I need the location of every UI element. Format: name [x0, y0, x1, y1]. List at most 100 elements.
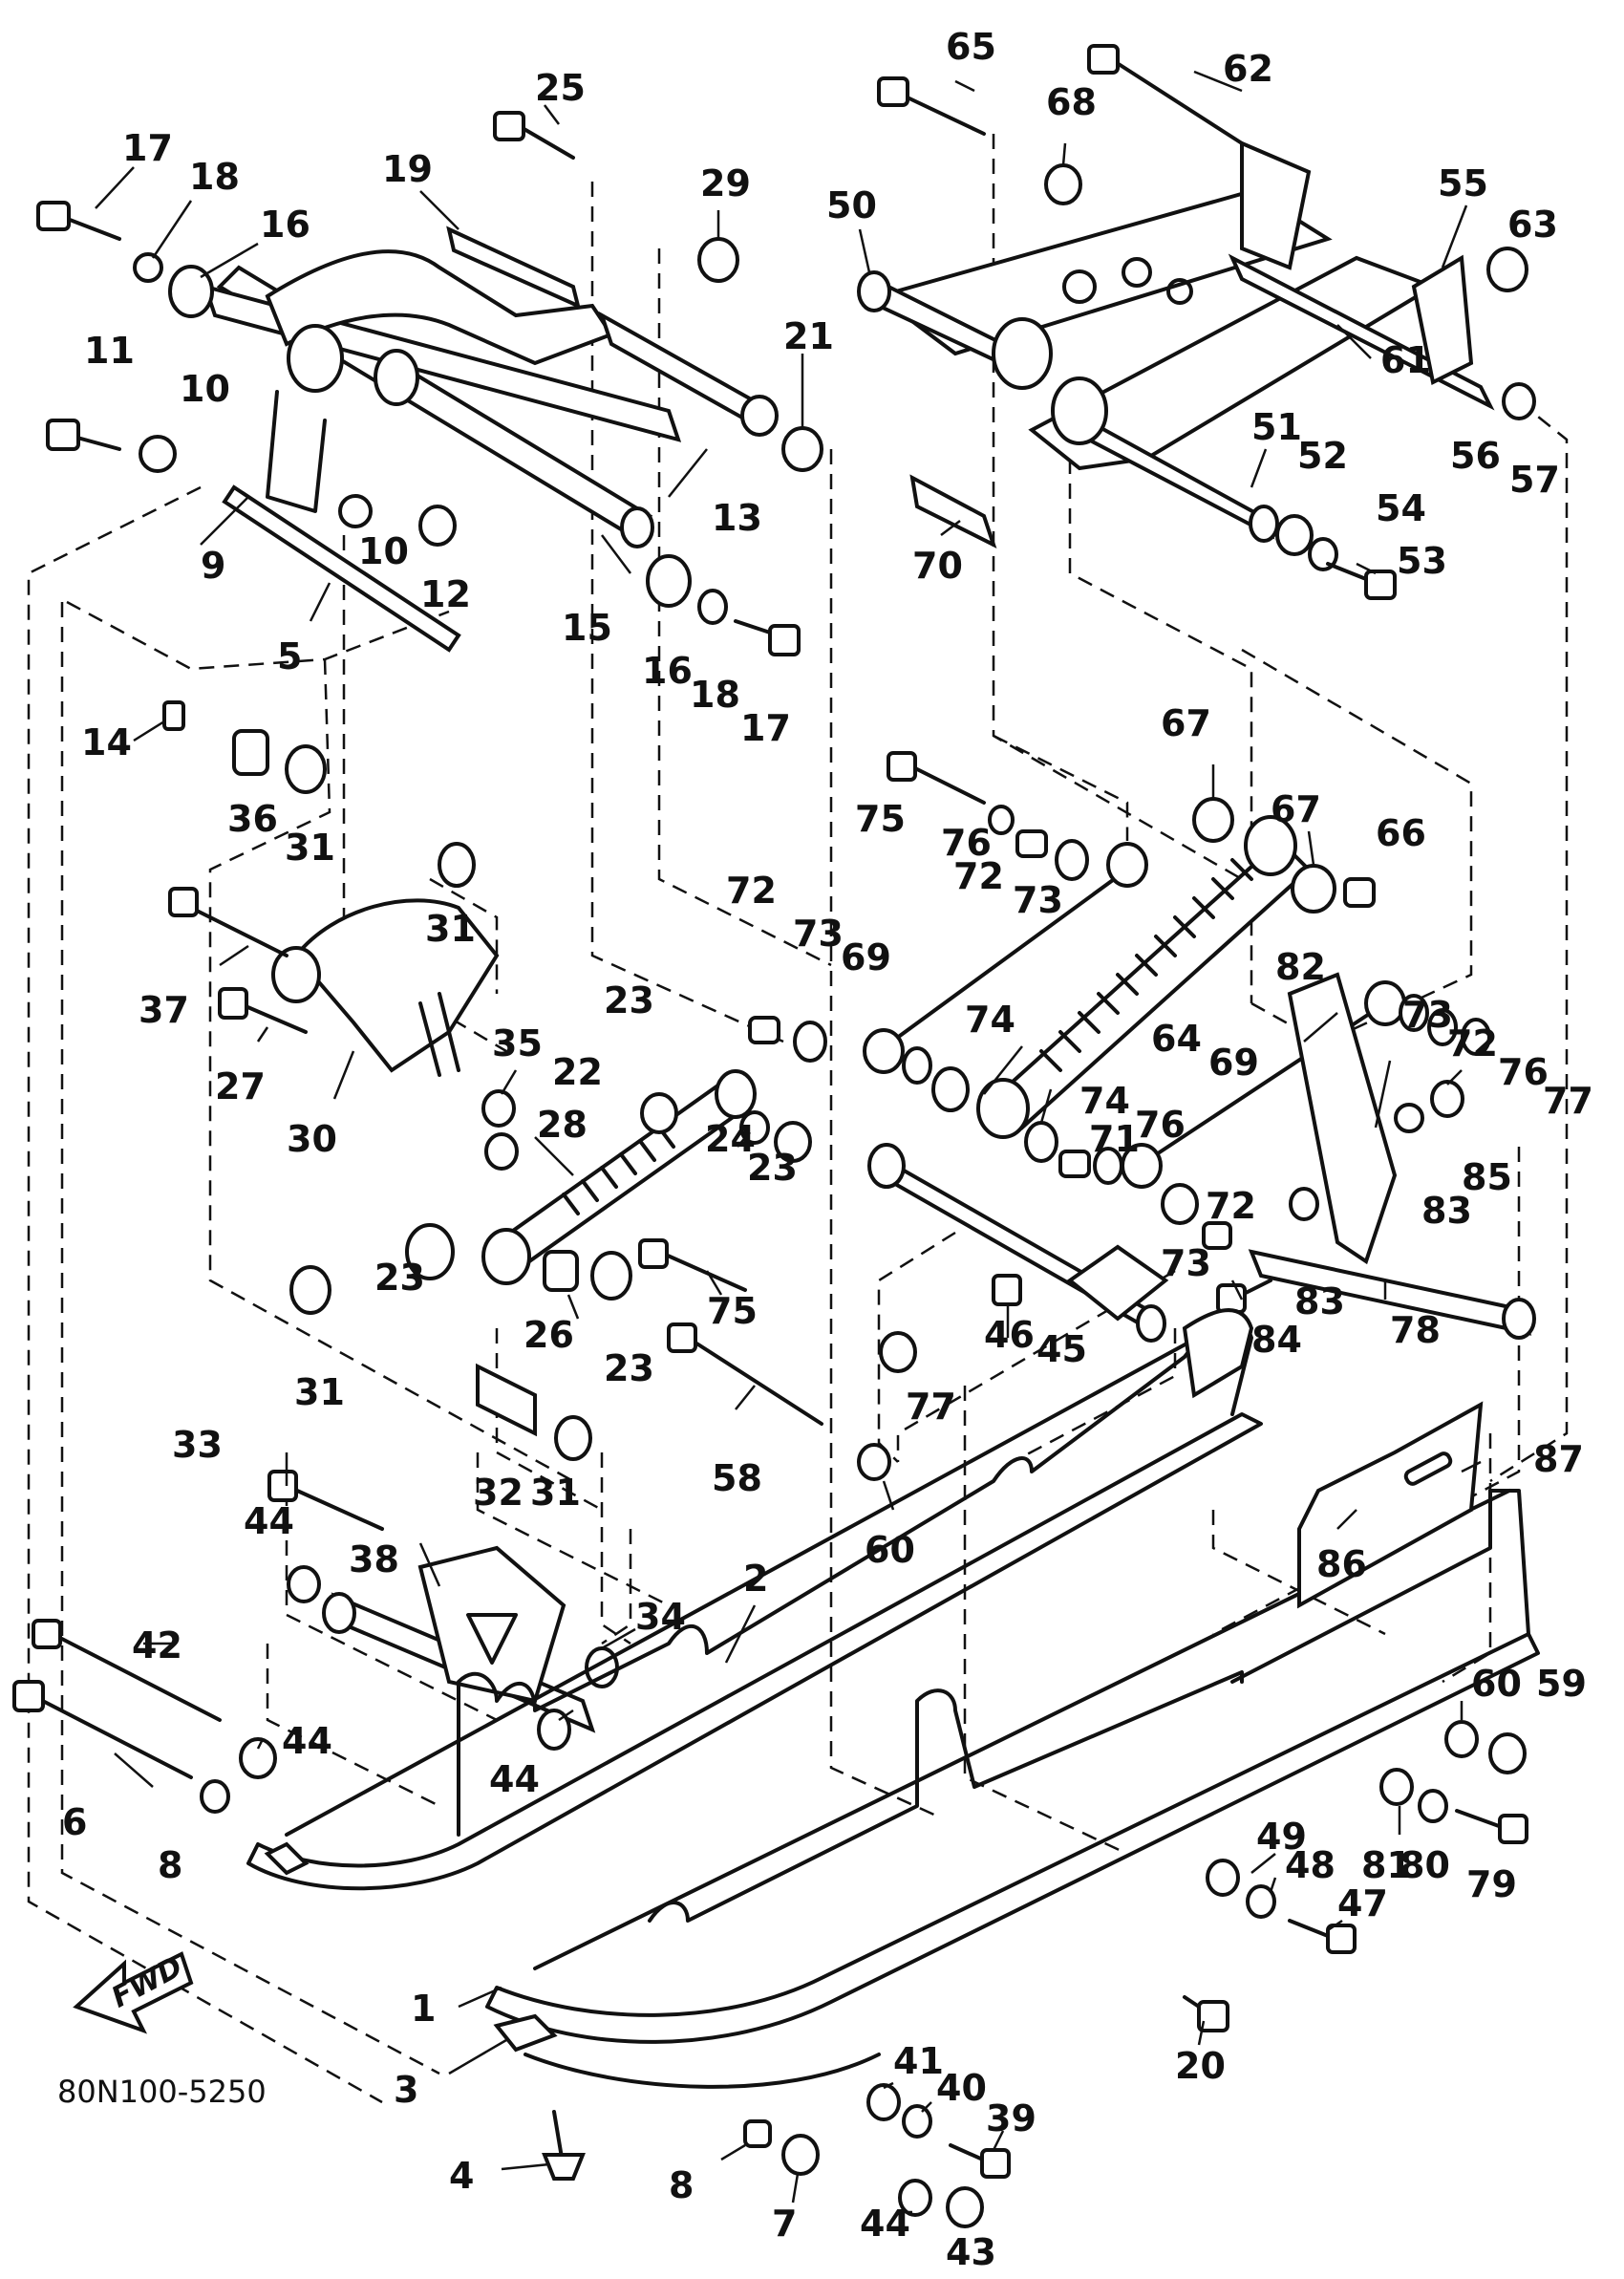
callout-39: 39: [986, 2097, 1036, 2139]
callout-18-b: 18: [690, 674, 740, 716]
callout-37: 37: [139, 989, 189, 1031]
callout-83: 83: [1421, 1190, 1472, 1232]
callout-13: 13: [712, 497, 762, 539]
rear-arm-assembly: [781, 44, 1536, 600]
callout-44-c: 44: [489, 1758, 540, 1800]
callout-5: 5: [277, 635, 302, 677]
callout-62: 62: [1223, 48, 1273, 90]
slide-rails: [246, 1308, 1540, 2089]
callout-27: 27: [215, 1065, 266, 1107]
callout-9: 9: [201, 545, 225, 587]
callout-41: 41: [893, 2040, 944, 2082]
rear-shock-64: [976, 815, 1312, 1139]
callout-8-b: 8: [669, 2164, 694, 2206]
callout-50: 50: [826, 184, 877, 226]
callout-28: 28: [537, 1104, 588, 1146]
callout-61: 61: [1380, 339, 1431, 381]
callout-44-b: 44: [282, 1720, 332, 1762]
callout-20: 20: [1175, 2045, 1226, 2087]
callout-34: 34: [635, 1596, 686, 1638]
callout-30: 30: [287, 1118, 337, 1160]
callout-11: 11: [84, 330, 135, 372]
callout-80: 80: [1400, 1844, 1450, 1886]
callout-84: 84: [1251, 1319, 1302, 1361]
callout-87: 87: [1533, 1438, 1584, 1480]
callout-4: 4: [449, 2155, 474, 2197]
callout-72-c: 72: [1447, 1022, 1498, 1064]
callout-31-d: 31: [530, 1472, 581, 1514]
callout-7: 7: [772, 2203, 797, 2245]
callout-83-b: 83: [1294, 1280, 1345, 1322]
callout-31-b: 31: [425, 908, 476, 950]
callout-35: 35: [492, 1022, 543, 1064]
callout-72-d: 72: [1206, 1185, 1256, 1227]
callout-85: 85: [1462, 1156, 1512, 1198]
callout-17-b: 17: [740, 707, 791, 749]
callout-72-b: 72: [726, 870, 777, 912]
callout-73-d: 73: [1161, 1242, 1211, 1284]
callout-79: 79: [1466, 1863, 1517, 1905]
callout-77: 77: [1543, 1080, 1593, 1122]
callout-29: 29: [700, 162, 751, 204]
callout-64: 64: [1151, 1018, 1202, 1060]
front-lower-pivot-38: [267, 1363, 619, 1751]
middle-bracket-30: [168, 887, 500, 1315]
callout-72: 72: [953, 855, 1004, 897]
callout-45: 45: [1036, 1328, 1087, 1370]
callout-60-b: 60: [1471, 1663, 1522, 1705]
callout-76: 76: [941, 822, 992, 864]
callout-57: 57: [1509, 459, 1560, 501]
callout-54: 54: [1376, 487, 1426, 529]
callout-65: 65: [946, 26, 996, 68]
callout-73: 73: [1013, 879, 1063, 921]
callout-75-b: 75: [707, 1290, 758, 1332]
callout-58: 58: [712, 1457, 762, 1499]
callout-numbers: 17 18 16 19 25 29 11 10 9 10 12 5 13 15 …: [62, 26, 1593, 2273]
callout-71: 71: [1089, 1118, 1140, 1160]
callout-60: 60: [865, 1529, 915, 1571]
callout-59: 59: [1536, 1663, 1587, 1705]
callout-17: 17: [122, 127, 173, 169]
callout-67: 67: [1161, 702, 1211, 744]
front-shock-22: [481, 1069, 757, 1285]
callout-23-c: 23: [374, 1257, 425, 1299]
callout-67-b: 67: [1271, 788, 1321, 830]
callout-32: 32: [473, 1472, 524, 1514]
front-arm-assembly: [36, 111, 801, 888]
callout-82: 82: [1275, 946, 1326, 988]
callout-70: 70: [912, 545, 963, 587]
callout-15: 15: [562, 607, 612, 649]
callout-1: 1: [411, 1988, 436, 2030]
callout-73-b: 73: [793, 913, 844, 955]
callout-2: 2: [743, 1558, 768, 1600]
callout-63: 63: [1507, 204, 1558, 246]
callout-86: 86: [1316, 1543, 1367, 1585]
diagram-code: 80N100-5250: [57, 2074, 267, 2110]
callout-31: 31: [285, 827, 335, 869]
callout-10: 10: [180, 368, 230, 410]
callout-23-b: 23: [747, 1147, 798, 1189]
callout-73-c: 73: [1402, 994, 1453, 1036]
leader-lines: [95, 70, 1482, 2214]
callout-43: 43: [946, 2231, 996, 2273]
callout-25: 25: [535, 67, 586, 109]
callout-14: 14: [81, 721, 132, 763]
callout-22: 22: [552, 1051, 603, 1093]
callout-8: 8: [158, 1844, 182, 1886]
callout-48: 48: [1285, 1844, 1336, 1886]
callout-21: 21: [783, 315, 834, 357]
callout-76-c: 76: [1135, 1104, 1186, 1146]
callout-55: 55: [1438, 162, 1488, 204]
callout-53: 53: [1397, 540, 1447, 582]
callout-47: 47: [1337, 1882, 1388, 1924]
dashed-assembly-lines: [27, 134, 1569, 2104]
lower-hardware: [542, 1720, 1528, 2228]
callout-51: 51: [1251, 406, 1302, 448]
callout-77-b: 77: [906, 1386, 956, 1428]
callout-12: 12: [420, 573, 471, 615]
callout-52: 52: [1297, 435, 1348, 477]
callout-44-d: 44: [860, 2203, 910, 2245]
callout-81: 81: [1361, 1844, 1412, 1886]
callout-74: 74: [965, 999, 1015, 1041]
